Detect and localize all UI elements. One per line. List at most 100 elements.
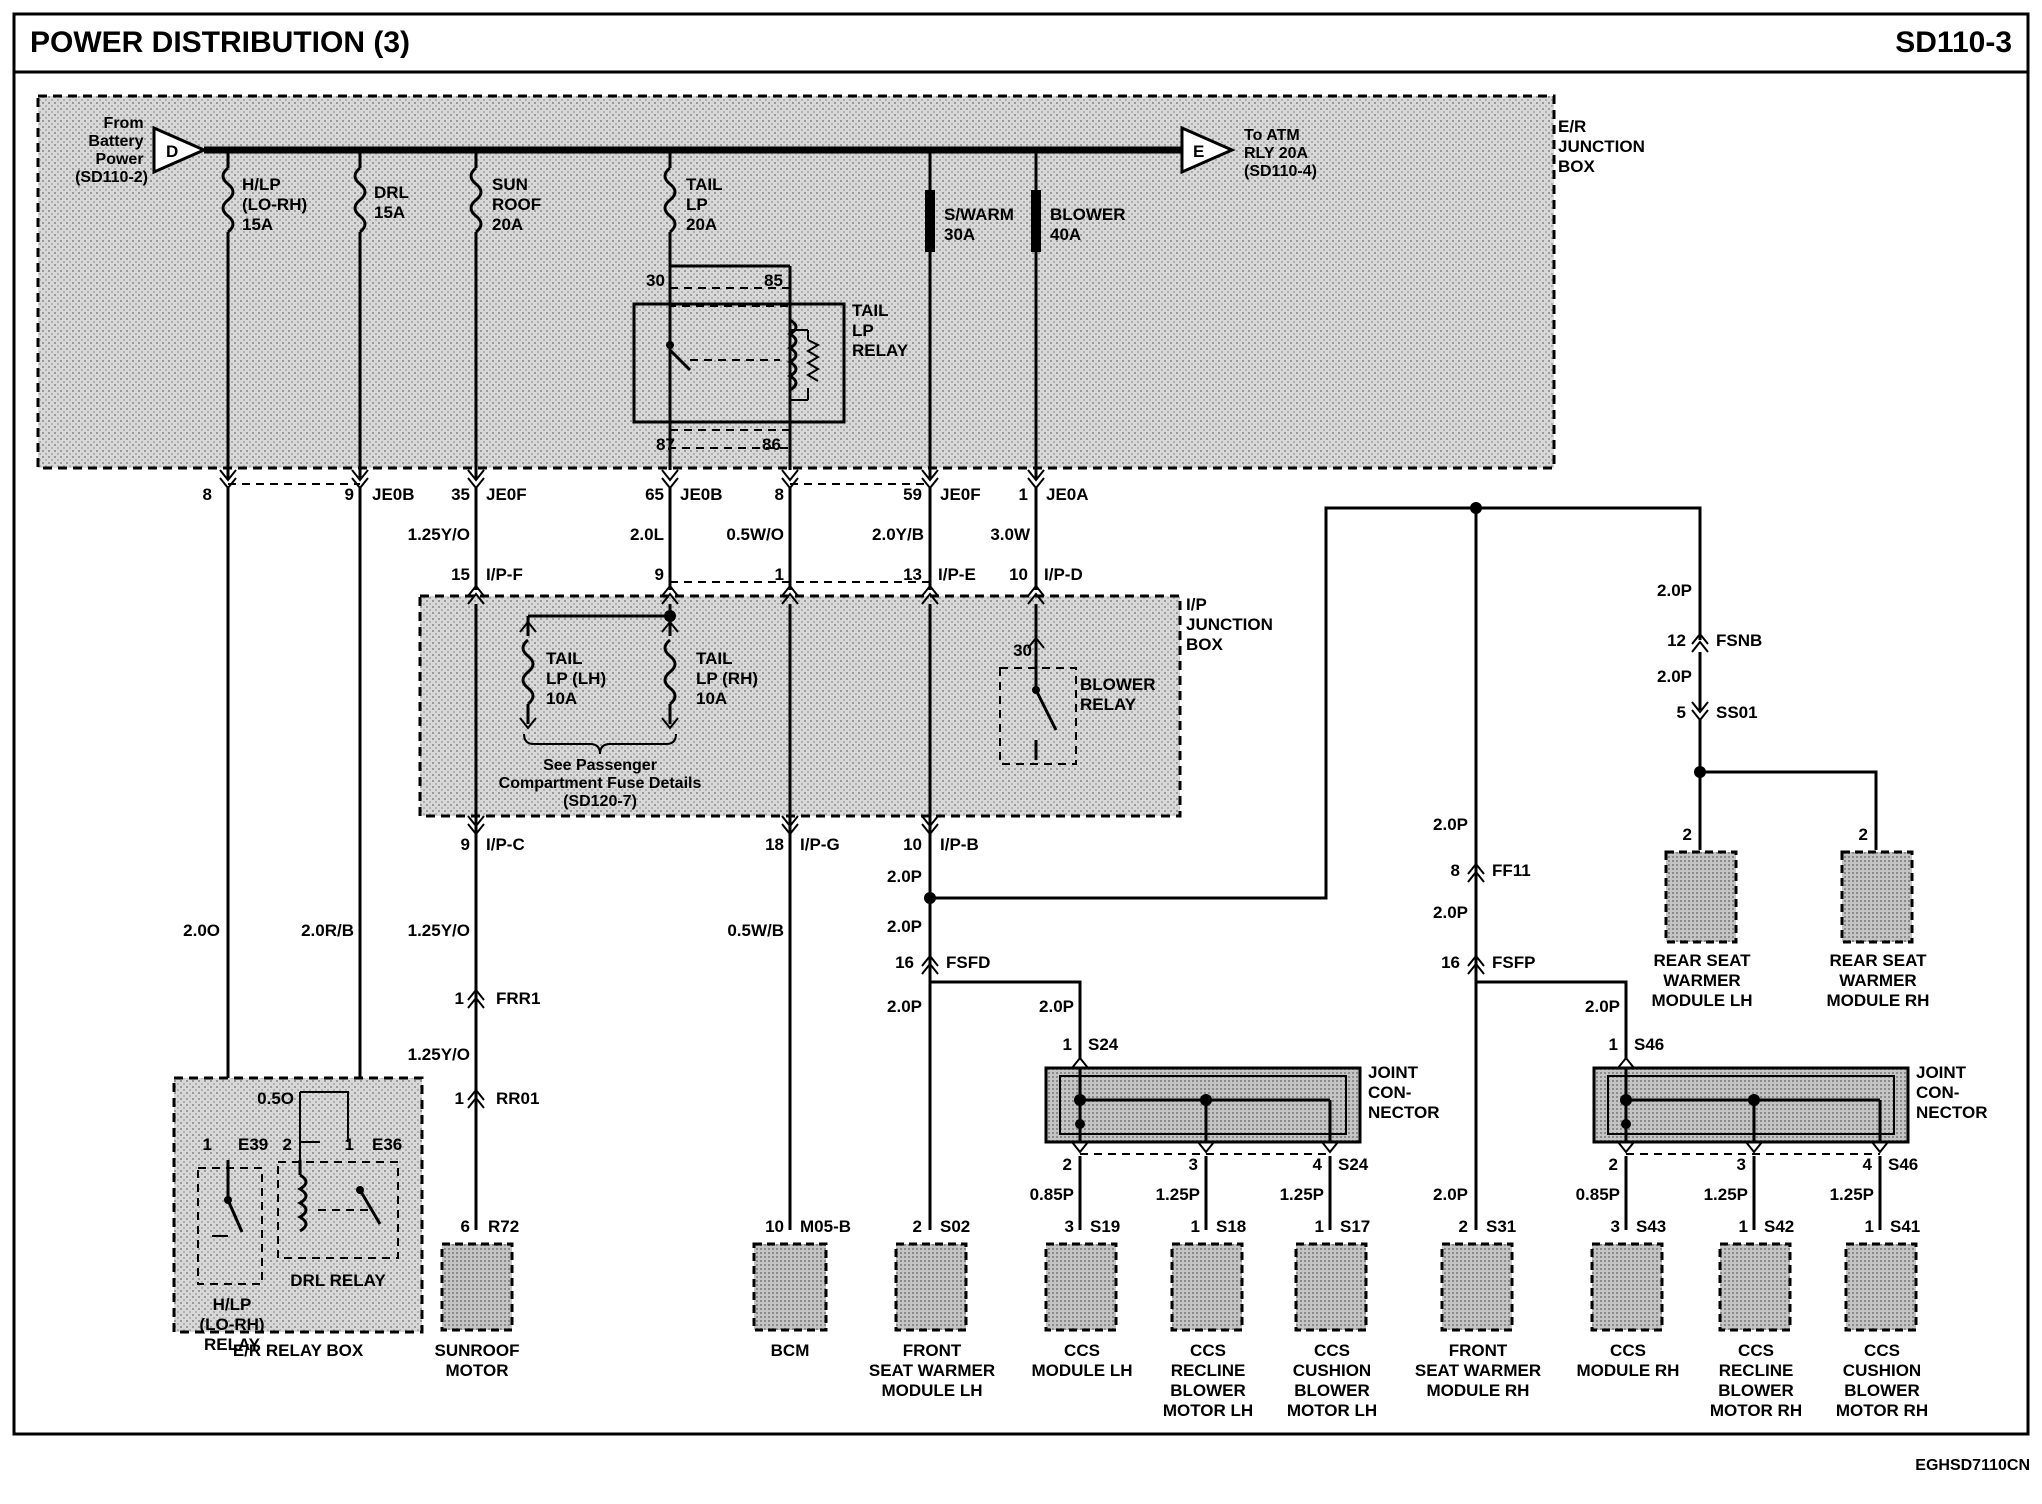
svg-text:RR01: RR01 xyxy=(496,1089,539,1108)
connector-fsfd: 16 FSFD xyxy=(895,953,990,975)
connector-fsnb: 12 FSNB xyxy=(1667,631,1762,710)
svg-text:16: 16 xyxy=(1441,953,1460,972)
svg-text:S41: S41 xyxy=(1890,1217,1920,1236)
er-junction-box xyxy=(36,94,1556,470)
svg-text:2.0P: 2.0P xyxy=(1657,667,1692,686)
footer-code: EGHSD7110CN xyxy=(1915,1457,2030,1474)
svg-text:I/P-G: I/P-G xyxy=(800,835,840,854)
svg-text:1: 1 xyxy=(455,989,464,1008)
svg-text:16: 16 xyxy=(895,953,914,972)
svg-text:1.25Y/O: 1.25Y/O xyxy=(408,921,470,940)
svg-text:2: 2 xyxy=(1859,825,1868,844)
er-relay-box xyxy=(172,1076,424,1334)
svg-text:1.25P: 1.25P xyxy=(1830,1185,1874,1204)
svg-text:S31: S31 xyxy=(1486,1217,1516,1236)
svg-text:1.25P: 1.25P xyxy=(1704,1185,1748,1204)
connector-ss01: 5 SS01 xyxy=(1677,701,1758,722)
svg-text:1.25Y/O: 1.25Y/O xyxy=(408,525,470,544)
svg-text:4: 4 xyxy=(1313,1155,1323,1174)
svg-text:0.85P: 0.85P xyxy=(1030,1185,1074,1204)
svg-text:9: 9 xyxy=(345,485,354,504)
drl-relay: 0.5O 2 1 E36 DRL RELAY xyxy=(257,1089,402,1290)
connector-ff11: 8 FF11 xyxy=(1451,861,1531,883)
svg-text:4: 4 xyxy=(1863,1155,1873,1174)
svg-text:2.0P: 2.0P xyxy=(1585,997,1620,1016)
svg-text:1: 1 xyxy=(1739,1217,1748,1236)
svg-text:1: 1 xyxy=(1609,1035,1618,1054)
svg-text:0.5O: 0.5O xyxy=(257,1089,294,1108)
svg-text:E39: E39 xyxy=(238,1135,268,1154)
svg-text:BCM: BCM xyxy=(771,1341,810,1360)
svg-text:2: 2 xyxy=(1063,1155,1072,1174)
svg-text:1: 1 xyxy=(345,1135,354,1154)
svg-text:I/P-D: I/P-D xyxy=(1044,565,1083,584)
svg-text:3.0W: 3.0W xyxy=(990,525,1031,544)
svg-text:1: 1 xyxy=(455,1089,464,1108)
page-code: SD110-3 xyxy=(1895,26,2012,59)
ip-output-connectors: 9 I/P-C 18 I/P-G 10 I/P-B xyxy=(461,815,979,854)
svg-text:3: 3 xyxy=(1189,1155,1198,1174)
svg-text:8: 8 xyxy=(1451,861,1460,880)
svg-text:2.0Y/B: 2.0Y/B xyxy=(872,525,924,544)
svg-text:2.0O: 2.0O xyxy=(183,921,220,940)
svg-text:10: 10 xyxy=(1009,565,1028,584)
svg-text:8: 8 xyxy=(775,485,784,504)
svg-text:8: 8 xyxy=(203,485,212,504)
svg-text:JE0F: JE0F xyxy=(486,485,527,504)
svg-text:2.0P: 2.0P xyxy=(1039,997,1074,1016)
svg-text:SS01: SS01 xyxy=(1716,703,1758,722)
svg-text:S24: S24 xyxy=(1088,1035,1119,1054)
svg-text:30: 30 xyxy=(646,271,665,290)
svg-text:JE0A: JE0A xyxy=(1046,485,1089,504)
svg-text:2.0P: 2.0P xyxy=(887,867,922,886)
svg-text:S24: S24 xyxy=(1338,1155,1369,1174)
svg-text:12: 12 xyxy=(1667,631,1686,650)
connector-rr01: 1 RR01 xyxy=(455,1088,539,1109)
svg-text:5: 5 xyxy=(1677,703,1686,722)
svg-text:18: 18 xyxy=(765,835,784,854)
connector-d: D xyxy=(152,125,208,175)
svg-text:2.0P: 2.0P xyxy=(887,997,922,1016)
to-atm-label: To ATM RLY 20A (SD110-4) xyxy=(1244,127,1317,180)
svg-text:1: 1 xyxy=(1315,1217,1324,1236)
svg-text:0.5W/B: 0.5W/B xyxy=(727,921,784,940)
svg-text:S19: S19 xyxy=(1090,1217,1120,1236)
svg-text:S02: S02 xyxy=(940,1217,970,1236)
svg-text:3: 3 xyxy=(1065,1217,1074,1236)
svg-text:0.85P: 0.85P xyxy=(1576,1185,1620,1204)
svg-text:59: 59 xyxy=(903,485,922,504)
svg-text:15: 15 xyxy=(451,565,470,584)
svg-text:87: 87 xyxy=(656,435,675,454)
page-title: POWER DISTRIBUTION (3) xyxy=(30,26,410,59)
svg-text:DRL RELAY: DRL RELAY xyxy=(290,1271,386,1290)
svg-text:FRR1: FRR1 xyxy=(496,989,540,1008)
svg-text:1: 1 xyxy=(203,1135,212,1154)
connector-frr1: 1 FRR1 xyxy=(455,988,540,1009)
er-box-label: E/R JUNCTION BOX xyxy=(1558,117,1650,176)
ip-input-connectors: 15 I/P-F 9 1 13 I/P-E 10 I/P-D xyxy=(451,565,1083,605)
svg-text:2: 2 xyxy=(1609,1155,1618,1174)
